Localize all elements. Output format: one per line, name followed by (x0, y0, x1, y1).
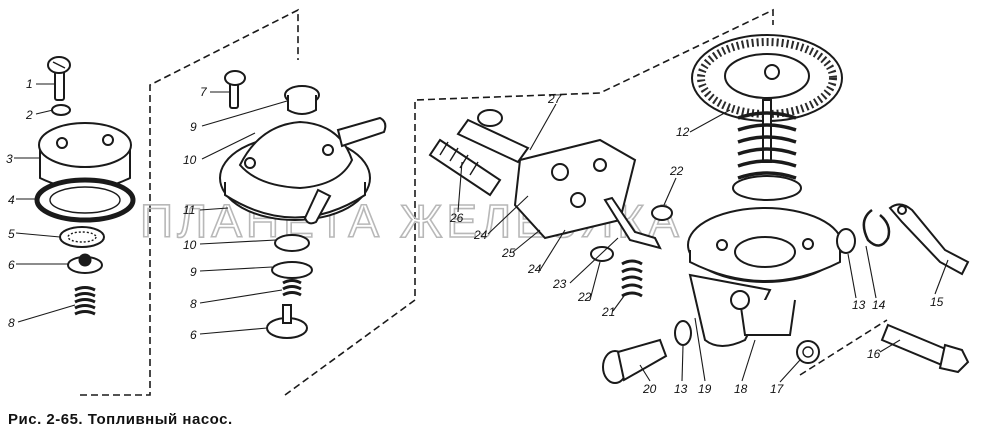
pushrod-washer-part (674, 320, 692, 346)
lever-washer-part (836, 228, 856, 254)
valve-upper-part (67, 253, 103, 274)
callout-5: 5 (8, 227, 15, 241)
rocker-stud-part (428, 138, 502, 197)
callout-12: 12 (676, 125, 690, 139)
head-screw-part (224, 70, 246, 109)
callout-6-middle: 6 (190, 328, 197, 342)
callout-22-upper: 22 (669, 164, 684, 178)
pump-housing-part (687, 207, 843, 347)
callout-3: 3 (6, 152, 13, 166)
lower-valve-gasket-part (271, 261, 313, 279)
callout-labels: 1 2 3 4 5 6 8 7 9 10 11 10 9 8 6 27 26 2… (6, 77, 944, 396)
callout-21: 21 (601, 305, 615, 319)
callout-6-left: 6 (8, 258, 15, 272)
callout-24-upper: 24 (473, 228, 488, 242)
callout-19: 19 (698, 382, 712, 396)
callout-10-top: 10 (183, 153, 197, 167)
priming-lever-part (888, 203, 970, 276)
callout-10-bottom: 10 (183, 238, 197, 252)
diaphragm-assembly-part (691, 34, 843, 201)
callout-18: 18 (734, 382, 748, 396)
callout-9-bottom: 9 (190, 265, 197, 279)
callout-8-middle: 8 (190, 297, 197, 311)
callout-20: 20 (642, 382, 657, 396)
callout-7: 7 (200, 85, 208, 99)
lock-washer-part (796, 340, 820, 364)
rocker-axle-part (456, 109, 530, 164)
callout-13-bottom: 13 (674, 382, 688, 396)
callout-1: 1 (26, 77, 33, 91)
callout-23: 23 (552, 277, 567, 291)
housing-bolt-part (880, 323, 970, 374)
callout-24-lower: 24 (527, 262, 542, 276)
rocker-washer-a-part (651, 205, 673, 221)
callout-9-top: 9 (190, 120, 197, 134)
callout-25: 25 (501, 246, 516, 260)
valve-spring-upper-part (74, 286, 96, 316)
rocker-lever-assembly-part (513, 138, 662, 250)
callout-4: 4 (8, 193, 15, 207)
rocker-washer-b-part (590, 246, 614, 262)
pushrod-part (602, 338, 668, 384)
callout-26: 26 (449, 211, 464, 225)
lever-spring-part (862, 208, 891, 247)
upper-valve-assembly-part (284, 85, 320, 115)
callout-8-left: 8 (8, 316, 15, 330)
assembly-frames (80, 8, 888, 396)
callout-14: 14 (872, 298, 886, 312)
callout-17: 17 (770, 382, 785, 396)
return-spring-part (621, 259, 643, 298)
cover-gasket-part (34, 177, 136, 223)
filter-screen-part (59, 226, 105, 248)
callout-11: 11 (183, 203, 195, 217)
cover-washer-part (51, 104, 71, 116)
callout-27: 27 (547, 92, 563, 106)
valve-lower-part (266, 304, 308, 339)
leader-lines (14, 83, 949, 383)
lower-valve-cage-part (274, 234, 310, 252)
cover-screw-part (47, 56, 71, 101)
figure-caption: Рис. 2-65. Топливный насос. (8, 411, 233, 428)
callout-16: 16 (867, 347, 881, 361)
filter-cover-part (38, 122, 132, 190)
callout-13-right: 13 (852, 298, 866, 312)
callout-2: 2 (25, 108, 33, 122)
pump-head-body-part (219, 116, 387, 225)
valve-spring-lower-part (282, 279, 302, 297)
callout-22-lower: 22 (577, 290, 592, 304)
callout-15: 15 (930, 295, 944, 309)
